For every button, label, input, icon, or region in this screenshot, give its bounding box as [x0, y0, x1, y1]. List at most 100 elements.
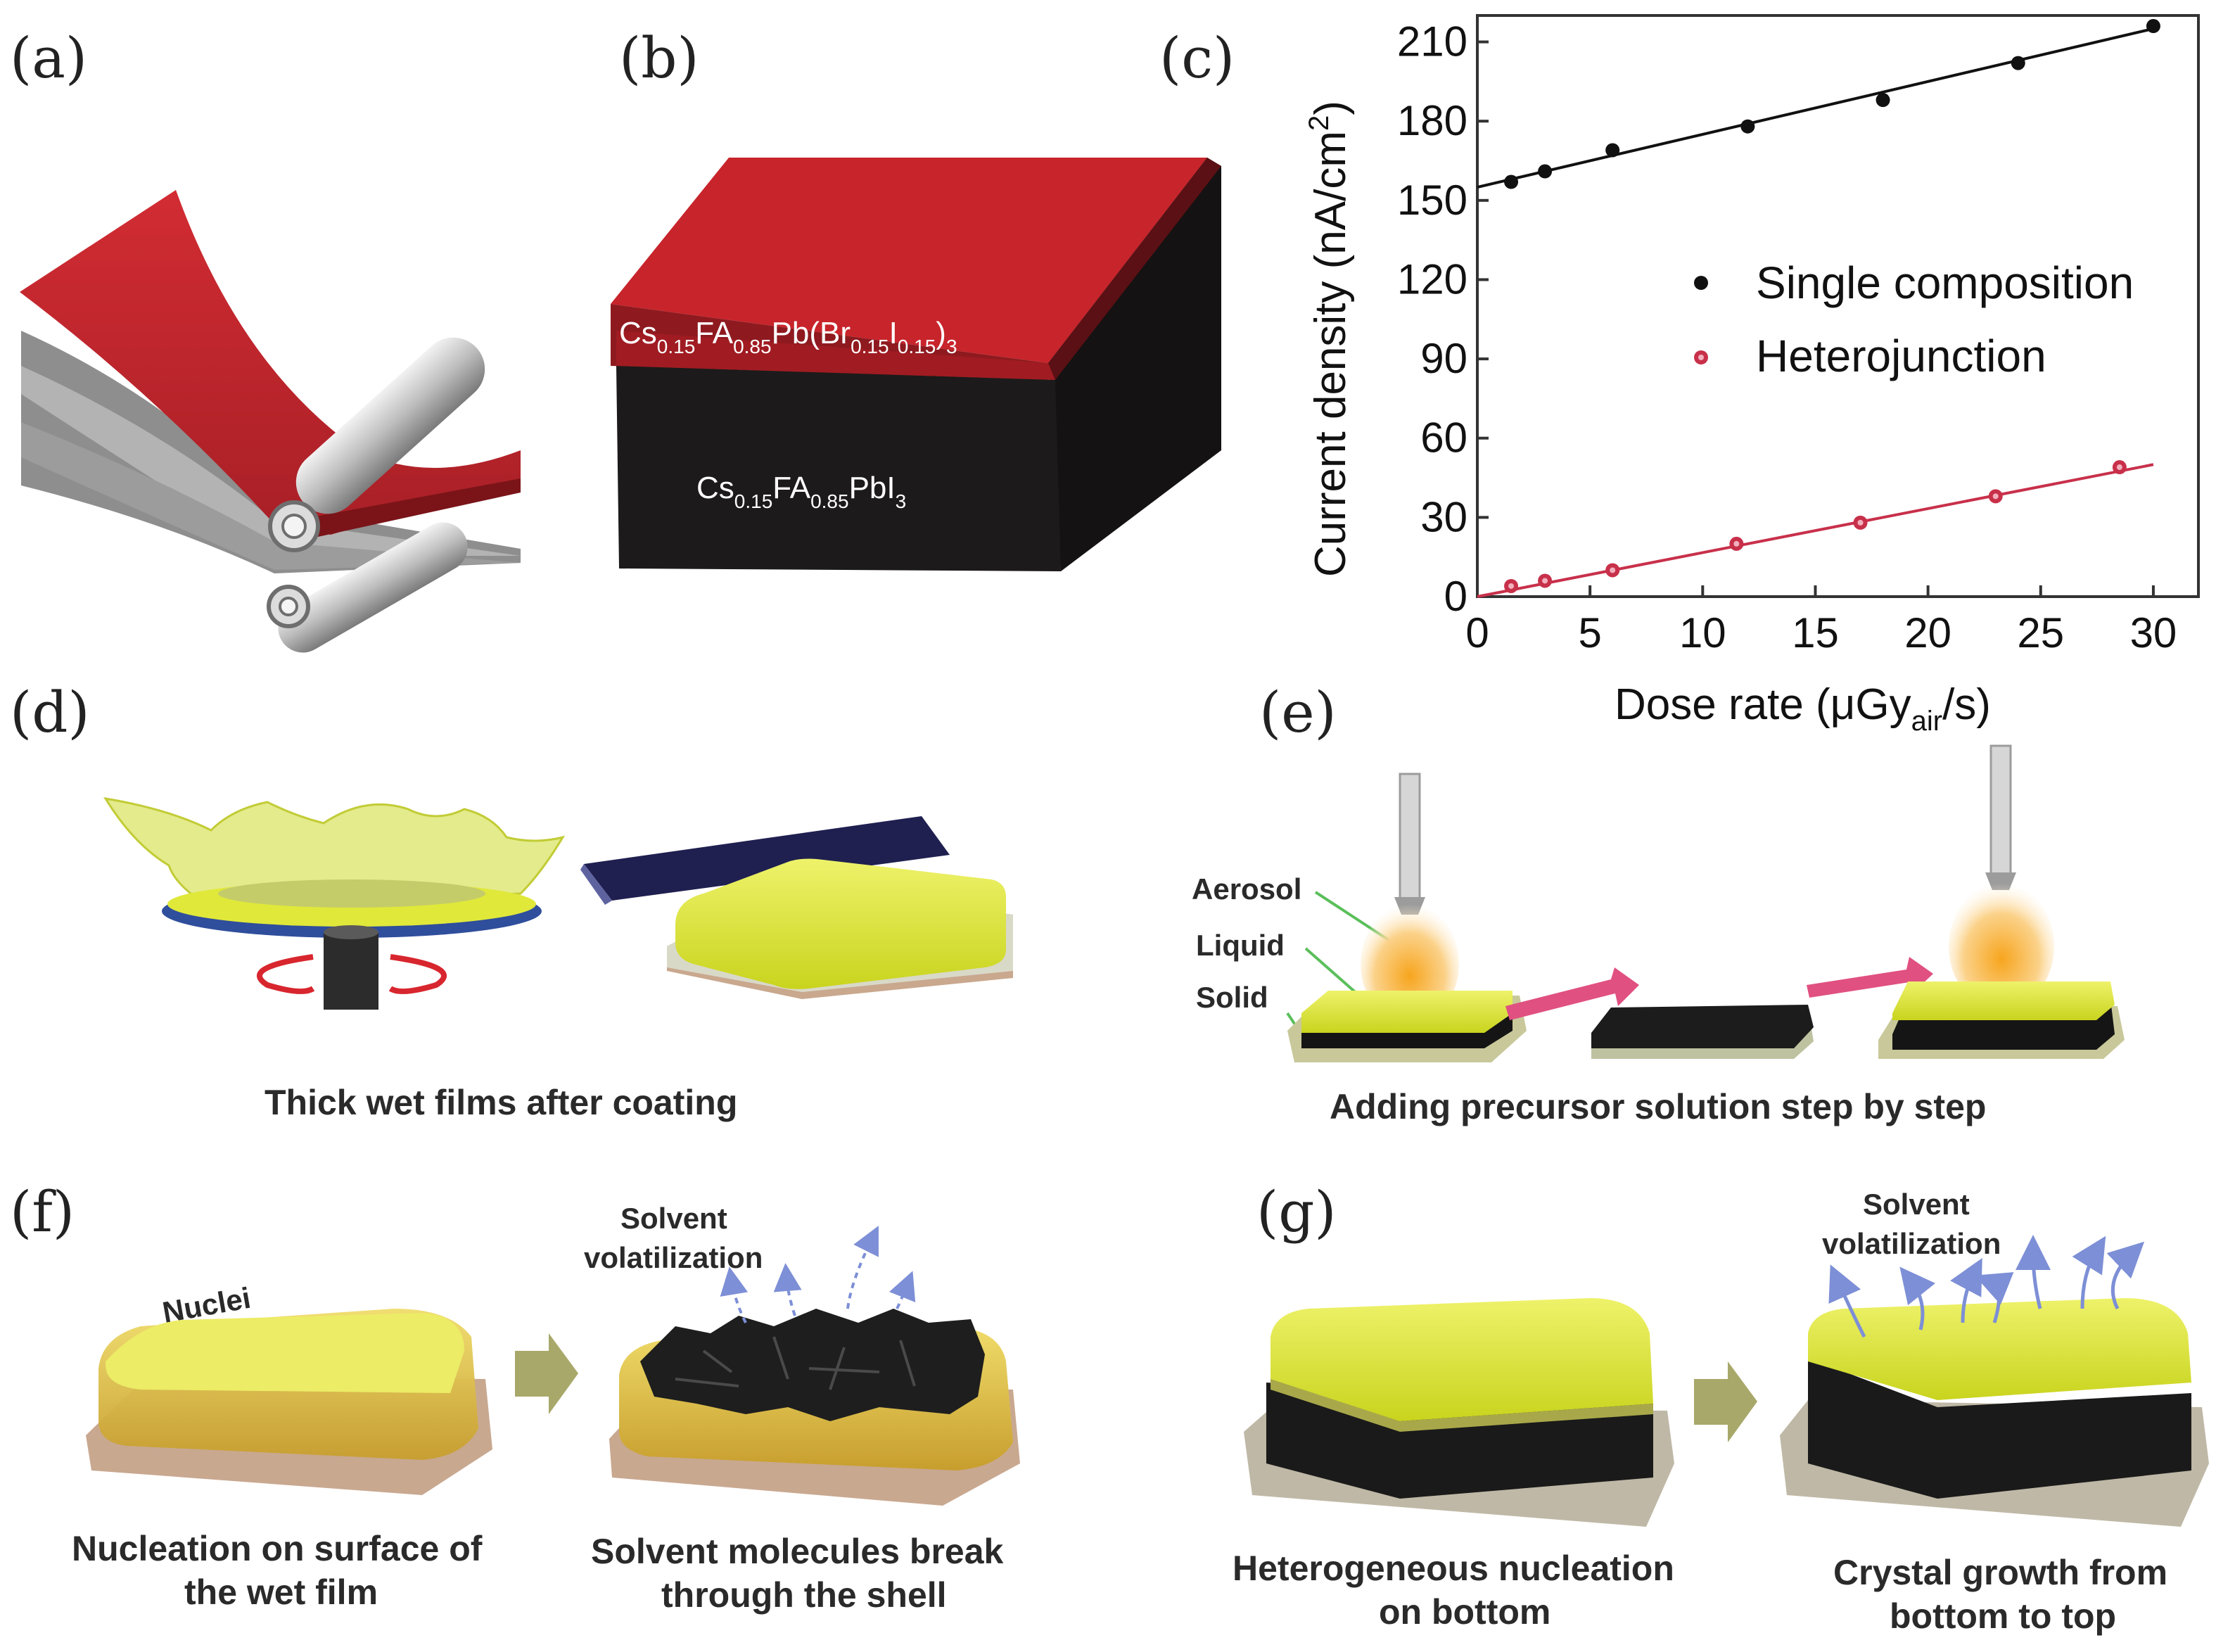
sample-3-film: [1892, 981, 2115, 1020]
data-point-0: [2011, 56, 2025, 70]
data-point-highlight: [1857, 519, 1864, 526]
block-top-face: [611, 158, 1207, 363]
data-point-0: [1605, 143, 1620, 158]
label-liquid: Liquid: [1196, 929, 1285, 962]
data-point-highlight: [1542, 578, 1548, 584]
upper-roller: [295, 337, 485, 514]
y-tick-label: 120: [1397, 255, 1467, 303]
aerosol-plume-2: [1949, 883, 2054, 1010]
x-tick-label: 10: [1679, 609, 1726, 656]
block-right-face: [1048, 158, 1221, 571]
data-point-highlight: [1733, 540, 1740, 547]
y-ticks: 0 30 60 90 120 150 180 210: [1397, 18, 1489, 620]
x-tick-label: 5: [1578, 609, 1601, 656]
f-right-caption-line1: Solvent molecules break: [591, 1532, 1004, 1571]
bottom-layer-formula: Cs0.15FA0.85PbI3: [696, 471, 906, 512]
panel-label-d: (d): [10, 680, 90, 745]
x-tick-label: 0: [1465, 609, 1489, 656]
x-tick-label: 15: [1792, 609, 1839, 656]
y-tick-label: 30: [1420, 493, 1467, 540]
sample-2-film: [1591, 1005, 1814, 1048]
blade-wet-film: [675, 858, 1006, 989]
g-right-black-layer: [1808, 1358, 2191, 1499]
f-solvent-line1: Solvent: [620, 1202, 727, 1235]
label-aerosol: Aerosol: [1192, 872, 1301, 906]
f-left-caption-line1: Nucleation on surface of: [72, 1529, 483, 1568]
crystal-shell: [640, 1309, 985, 1421]
label-solid: Solid: [1196, 981, 1268, 1014]
panel-b-block: Cs0.15FA0.85Pb(Br0.15I0.15)3 Cs0.15FA0.8…: [611, 158, 1221, 571]
g-left-caption-line2: on bottom: [1379, 1592, 1550, 1632]
legend-label-single: Single composition: [1756, 258, 2134, 308]
x-ticks: 0 5 10 15 20 25 30: [1465, 585, 2177, 656]
panel-label-g: (g): [1256, 1179, 1337, 1245]
data-point-highlight: [1610, 567, 1616, 573]
data-points: [1504, 19, 2160, 593]
splash-liquid: [103, 796, 566, 909]
nozzle-1: [1399, 773, 1421, 906]
data-point-0: [1740, 119, 1755, 134]
current-density-chart: 0 30 60 90 120 150 180 210 0 5 10 15 20 25 30 Single …: [1304, 14, 2200, 737]
panel-label-e: (e): [1259, 680, 1337, 745]
panel-label-a: (a): [10, 25, 87, 91]
y-tick-label: 60: [1420, 414, 1467, 462]
x-tick-label: 20: [1904, 609, 1951, 656]
g-transition-arrow: [1694, 1361, 1757, 1442]
panel-e-illustration: Aerosol Liquid Solid Adding precursor so…: [1192, 744, 2125, 1126]
x-tick-label: 25: [2017, 609, 2064, 656]
x-tick-label: 30: [2130, 609, 2177, 656]
step-arrow-1: [1505, 967, 1639, 1020]
lower-roller: [278, 522, 468, 653]
y-tick-label: 90: [1420, 335, 1467, 382]
data-point-0: [1876, 93, 1890, 108]
g-right-caption-line1: Crystal growth from: [1833, 1553, 2167, 1592]
sample-1-film: [1301, 991, 1513, 1033]
g-left-caption-line1: Heterogeneous nucleation: [1233, 1549, 1674, 1588]
f-transition-arrow: [515, 1333, 578, 1414]
y-axis-label: Current density (nA/cm2): [1304, 101, 1355, 577]
data-point-highlight: [2116, 464, 2122, 471]
rotation-arrow-left: [257, 954, 315, 994]
panel-d-caption: Thick wet films after coating: [265, 1083, 737, 1122]
rotation-arrow-right: [388, 954, 447, 994]
y-tick-label: 150: [1397, 177, 1467, 224]
block-black-front: [616, 366, 1061, 571]
spin-shaft: [324, 932, 378, 1010]
plot-frame: [1476, 14, 2200, 598]
panel-d-illustration: Thick wet films after coating: [103, 796, 1013, 1122]
nozzle-2: [1989, 744, 2012, 881]
x-axis-label: Dose rate (μGyair/s): [1615, 680, 1991, 737]
red-film-sheet: [20, 190, 521, 535]
f-solvent-arrows: [720, 1226, 916, 1323]
g-left-yellow-film: [1271, 1298, 1653, 1421]
data-point-0: [1538, 164, 1553, 179]
chart-legend: Single composition Heterojunction: [1694, 258, 2134, 381]
panel-f-illustration: Nuclei Solvent volatilization Nucleation…: [72, 1202, 1020, 1615]
f-right-caption-line2: through the shell: [661, 1575, 947, 1615]
g-solvent-arrows: [1828, 1235, 2145, 1338]
g-solvent-line1: Solvent: [1863, 1188, 1970, 1221]
f-solvent-line2: volatilization: [584, 1241, 763, 1274]
fit-line-1: [1477, 463, 2154, 598]
y-tick-label: 180: [1397, 97, 1467, 144]
panel-label-c: (c): [1159, 25, 1235, 91]
legend-marker-single: [1694, 276, 1708, 290]
data-point-highlight: [1508, 583, 1515, 589]
data-point-highlight: [1992, 493, 1999, 500]
y-tick-label: 210: [1397, 18, 1467, 65]
top-layer-formula: Cs0.15FA0.85Pb(Br0.15I0.15)3: [619, 316, 957, 357]
fit-line-0: [1477, 27, 2154, 189]
legend-label-hetero: Heterojunction: [1756, 331, 2046, 381]
g-right-caption-line2: bottom to top: [1890, 1596, 2116, 1636]
coating-blade: [584, 816, 950, 901]
panel-a-illustration: [20, 190, 521, 653]
y-tick-label: 0: [1444, 573, 1467, 620]
data-point-0: [2146, 19, 2160, 34]
block-red-side: [1048, 158, 1221, 380]
step-arrow-2: [1807, 957, 1933, 998]
panel-e-caption: Adding precursor solution step by step: [1330, 1087, 1986, 1126]
g-right-yellow-film: [1808, 1298, 2191, 1400]
panel-g-illustration: Solvent volatilization Heterogeneous nuc…: [1233, 1188, 2209, 1636]
f-left-caption-line2: the wet film: [184, 1572, 378, 1612]
